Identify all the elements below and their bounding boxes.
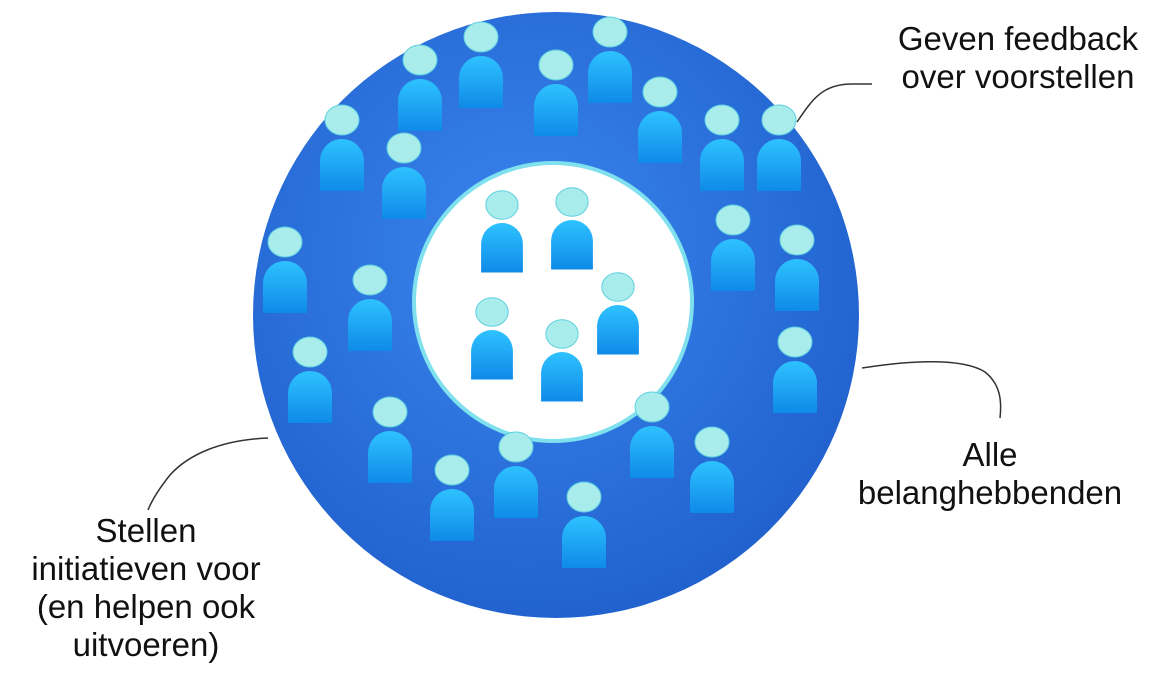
person-body [471,330,513,380]
person-head [386,132,422,164]
person-head [777,326,813,358]
person-body [541,352,583,402]
outer-person [382,132,426,219]
outer-person [263,226,307,313]
outer-person [630,391,674,478]
callout-line-stakeholders [861,361,1002,419]
person-head [779,224,815,256]
person-body [320,139,364,191]
outer-person [711,204,755,291]
person-body [551,220,593,270]
inner-circle-people [471,187,639,402]
person-body [597,305,639,355]
outer-person [430,454,474,541]
label-initiators: Stellen initiatieven voor (en helpen ook… [0,512,296,664]
person-head [292,336,328,368]
outer-person [348,264,392,351]
label-feedback: Geven feedback over voorstellen [868,20,1168,96]
callout-line-initiators [147,437,269,511]
label-stakeholders-line1: Alle [962,436,1018,473]
person-body [775,259,819,311]
person-body [757,139,801,191]
person-body [773,361,817,413]
label-feedback-line2: over voorstellen [901,58,1135,95]
outer-person [773,326,817,413]
person-body [562,516,606,568]
outer-person [588,16,632,103]
inner-person [551,187,593,270]
person-head [592,16,628,48]
person-body [588,51,632,103]
person-head [761,104,797,136]
outer-person [775,224,819,311]
person-head [324,104,360,136]
outer-person [757,104,801,191]
outer-ring-people [263,16,819,568]
label-initiators-line3: (en helpen ook [36,588,256,625]
person-head [402,44,438,76]
person-body [368,431,412,483]
outer-person [700,104,744,191]
person-body [348,299,392,351]
person-body [494,466,538,518]
person-head [555,187,589,217]
person-head [642,76,678,108]
person-body [398,79,442,131]
person-body [430,489,474,541]
label-stakeholders-line2: belanghebbenden [857,474,1123,511]
label-initiators-line1: Stellen [95,512,197,549]
person-body [711,239,755,291]
outer-person [562,481,606,568]
outer-person [459,21,503,108]
outer-person [288,336,332,423]
outer-person [534,49,578,136]
label-initiators-line2: initiatieven voor [31,550,261,587]
outer-person [368,396,412,483]
person-head [704,104,740,136]
person-head [485,190,519,220]
person-head [634,391,670,423]
person-head [372,396,408,428]
outer-person [638,76,682,163]
person-head [545,319,579,349]
person-body [534,84,578,136]
person-head [566,481,602,513]
person-body [700,139,744,191]
outer-person [690,426,734,513]
person-body [638,111,682,163]
callout-line-feedback [796,83,872,123]
person-body [690,461,734,513]
outer-person [398,44,442,131]
person-head [352,264,388,296]
person-head [475,297,509,327]
person-head [498,431,534,463]
inner-person [541,319,583,402]
person-body [630,426,674,478]
person-head [434,454,470,486]
person-head [694,426,730,458]
inner-person [597,272,639,355]
person-head [601,272,635,302]
person-head [463,21,499,53]
person-body [382,167,426,219]
inner-person [471,297,513,380]
person-body [263,261,307,313]
label-initiators-line4: uitvoeren) [72,626,220,663]
person-head [267,226,303,258]
outer-person [494,431,538,518]
label-stakeholders: Alle belanghebbenden [830,436,1150,512]
person-body [288,371,332,423]
person-head [538,49,574,81]
person-head [715,204,751,236]
person-body [481,223,523,273]
label-feedback-line1: Geven feedback [897,20,1139,57]
person-body [459,56,503,108]
outer-person [320,104,364,191]
inner-person [481,190,523,273]
